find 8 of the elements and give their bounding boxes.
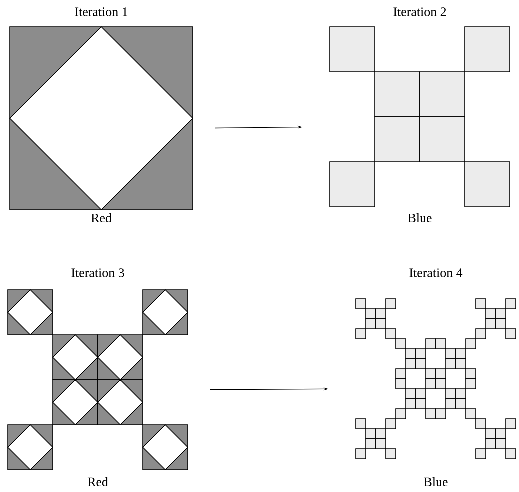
panel-title: Iteration 4 xyxy=(410,268,463,278)
color-label: Blue xyxy=(408,213,432,223)
panel-title: Iteration 3 xyxy=(72,268,124,278)
color-label: Blue xyxy=(424,477,448,487)
color-label: Red xyxy=(91,213,112,223)
panel-title: Iteration 1 xyxy=(75,8,128,16)
color-label: Red xyxy=(88,477,108,487)
panel-title: Iteration 2 xyxy=(394,8,446,16)
